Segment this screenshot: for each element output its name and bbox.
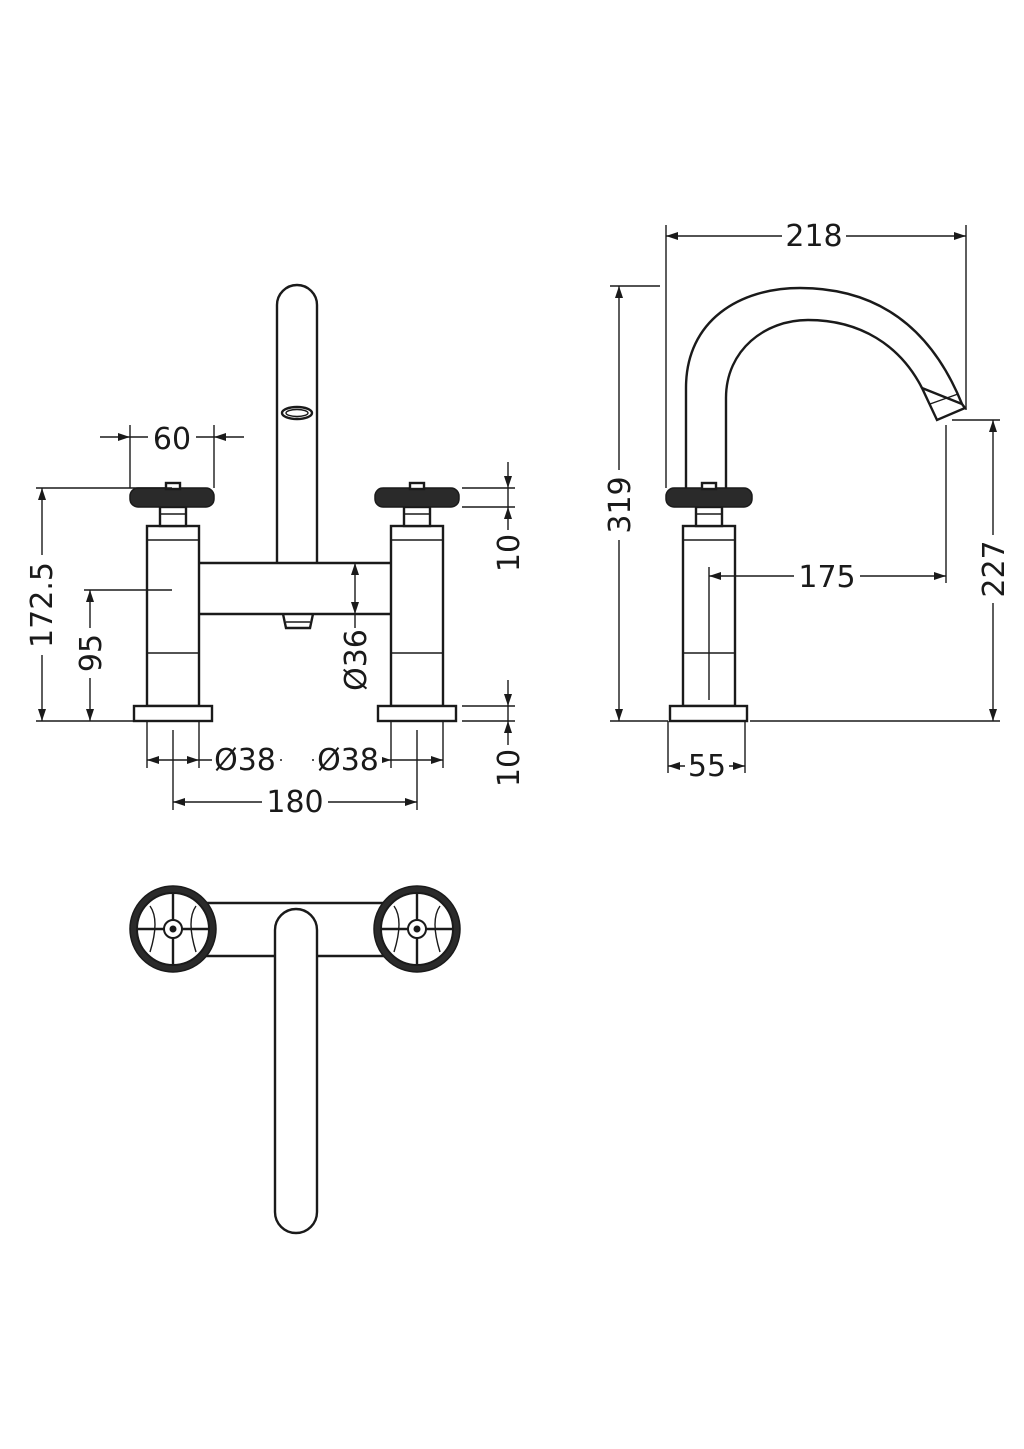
front-spout-outlet <box>281 613 315 630</box>
dim-handle-spread: 60 <box>100 422 244 488</box>
dim-centres: 180 <box>172 730 418 820</box>
dim-label-10-top: 10 <box>492 534 527 572</box>
dim-top-gap: 10 <box>462 462 527 575</box>
side-spout <box>684 286 967 488</box>
dim-label-10-bottom: 10 <box>492 749 527 787</box>
left-valve <box>129 481 215 723</box>
dim-label-319: 319 <box>603 476 638 533</box>
dim-label-180: 180 <box>266 785 323 820</box>
dim-label-218: 218 <box>785 219 842 254</box>
dim-label-60: 60 <box>153 422 191 457</box>
dim-spout-height: 227 <box>750 419 1012 722</box>
dim-body-height: 95 <box>74 589 172 721</box>
top-spout <box>273 907 319 1235</box>
dim-base-diameter-left: Ø38 <box>146 721 282 778</box>
top-view <box>129 885 461 1235</box>
dim-label-172-5: 172.5 <box>25 562 60 648</box>
dim-label-d38-right: Ø38 <box>317 743 379 778</box>
front-spout <box>275 283 319 577</box>
dim-overall-height-front: 172.5 <box>25 487 172 722</box>
dim-label-d36: Ø36 <box>339 629 374 691</box>
dim-label-d38-left: Ø38 <box>214 743 276 778</box>
top-left-handle <box>129 885 217 973</box>
dim-body-diameter: Ø36 <box>338 563 374 691</box>
dim-label-175: 175 <box>798 560 855 595</box>
dim-spout-projection: 175 <box>708 425 947 700</box>
top-right-handle <box>373 885 461 973</box>
side-knurled-handle <box>665 487 753 508</box>
dim-base-diameter-right: Ø38 <box>312 721 444 778</box>
dim-base-width-side: 55 <box>667 721 746 784</box>
front-view <box>129 283 460 723</box>
dim-label-95: 95 <box>74 634 109 672</box>
dim-bottom-gap: 10 <box>462 680 527 790</box>
right-knurled-handle <box>374 487 460 508</box>
dim-spout-reach: 218 <box>665 218 967 488</box>
dim-overall-height-side: 319 <box>603 285 668 722</box>
side-view <box>665 286 967 723</box>
dim-label-55: 55 <box>688 749 726 784</box>
dim-label-227: 227 <box>977 540 1012 597</box>
front-body-bar <box>179 561 411 616</box>
left-knurled-handle <box>129 487 215 508</box>
right-valve <box>374 481 460 723</box>
